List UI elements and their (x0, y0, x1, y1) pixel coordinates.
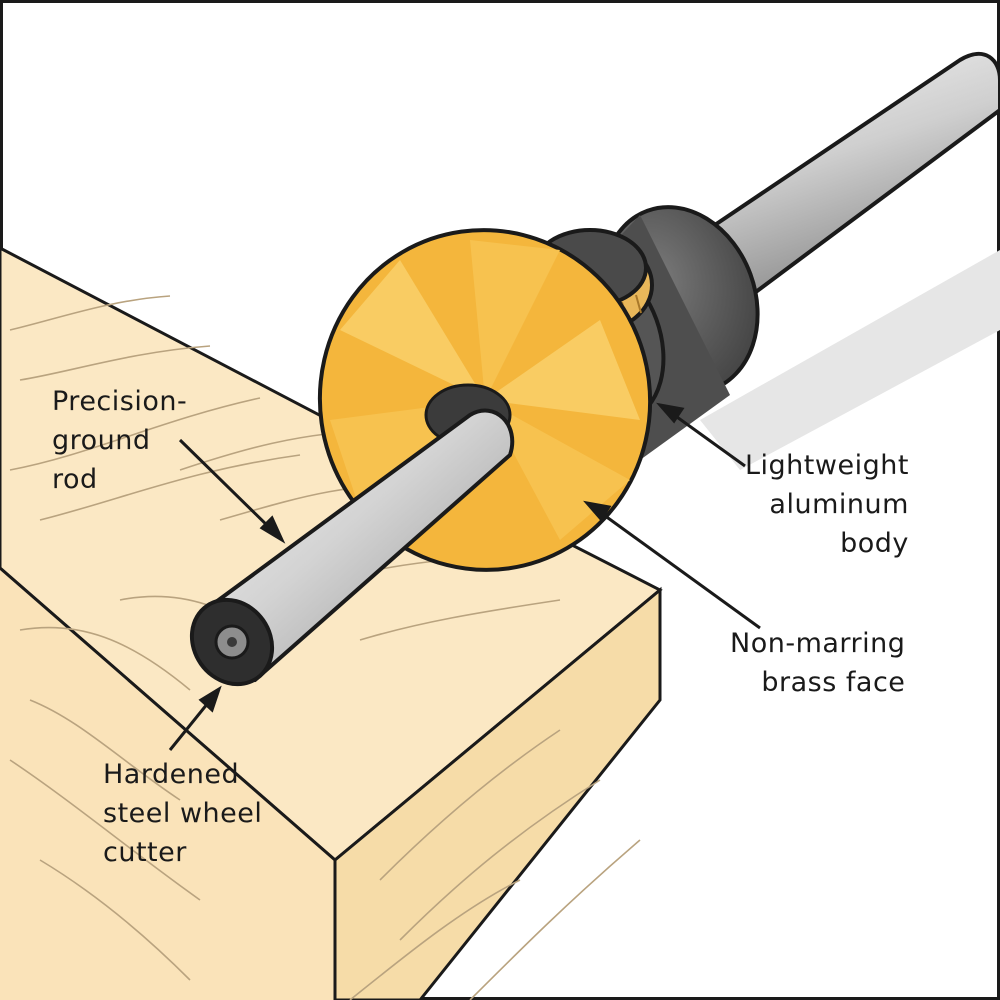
label-line: aluminum (769, 489, 909, 520)
label-line: rod (52, 464, 98, 495)
label-line: Precision- (52, 386, 188, 417)
label-line: Lightweight (745, 450, 909, 481)
label-line: body (840, 528, 909, 559)
label-line: ground (52, 425, 151, 456)
rod-shadow (700, 250, 1000, 470)
label-non-marring-brass-face: Non-marring brass face (730, 624, 905, 702)
leader-arrows (168, 402, 761, 751)
wood-front-face (0, 568, 335, 1000)
label-line: steel wheel (103, 798, 263, 829)
label-hardened-steel-wheel-cutter: Hardened steel wheel cutter (103, 755, 262, 872)
rod-front (189, 408, 515, 687)
label-line: Hardened (103, 759, 240, 790)
label-line: cutter (103, 837, 187, 868)
label-precision-ground-rod: Precision- ground rod (52, 382, 187, 499)
label-line: brass face (761, 667, 906, 698)
label-line: Non-marring (730, 628, 906, 659)
label-lightweight-aluminum-body: Lightweight aluminum body (745, 446, 909, 563)
rod-right (698, 52, 1000, 302)
